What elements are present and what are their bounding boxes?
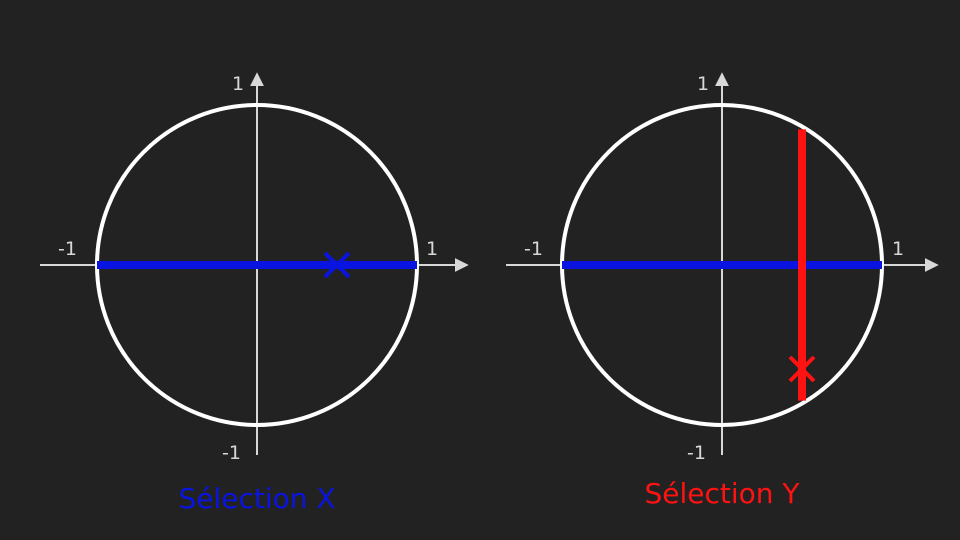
panel-caption: Sélection Y [644,477,800,510]
marker-stroke [788,355,816,383]
y-neg-tick-label: -1 [687,442,706,464]
selection-marker [788,355,816,383]
panel-caption: Sélection X [178,482,335,515]
selection-marker [323,251,351,279]
x-pos-tick-label: 1 [892,238,904,260]
marker-stroke [323,251,351,279]
panel-y-selection: -1 1 1 -1 Sélection Y [506,72,939,510]
y-pos-tick-label: 1 [697,73,709,95]
x-neg-tick-label: -1 [58,238,77,260]
y-pos-tick-label: 1 [232,73,244,95]
x-pos-tick-label: 1 [426,238,438,260]
x-neg-tick-label: -1 [524,238,543,260]
y-neg-tick-label: -1 [222,442,241,464]
panel-x-selection: -1 1 1 -1 Sélection X [40,72,469,515]
